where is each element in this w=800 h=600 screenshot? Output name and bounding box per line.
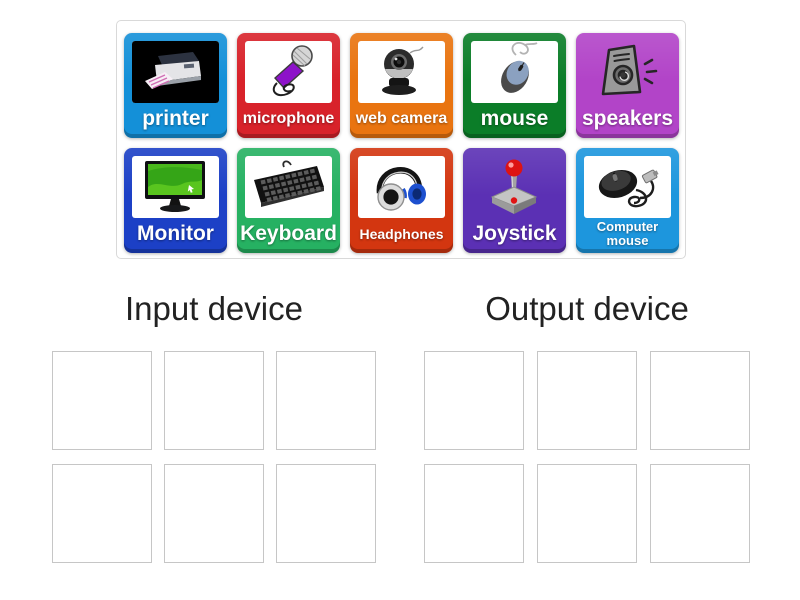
tile-label: mouse (480, 106, 549, 130)
tile-label: Monitor (137, 221, 214, 245)
tile-mouse[interactable]: mouse (463, 33, 566, 138)
group-input-device: Input device (52, 289, 376, 563)
tile-headphones[interactable]: Headphones (350, 148, 453, 253)
drop-slot[interactable] (164, 351, 264, 450)
tile-monitor[interactable]: Monitor (124, 148, 227, 253)
tile-tray: printer microphone (116, 20, 686, 259)
monitor-image (132, 156, 219, 218)
keyboard-image (245, 156, 332, 218)
speakers-image (584, 41, 671, 103)
input-slot-grid (52, 351, 376, 563)
drop-slot[interactable] (276, 464, 376, 563)
web-camera-image (358, 41, 445, 103)
group-output-device: Output device (424, 289, 750, 563)
tile-label: Computer mouse (596, 218, 659, 248)
drop-slot[interactable] (650, 464, 750, 563)
drop-slot[interactable] (52, 351, 152, 450)
mouse-image (471, 41, 558, 103)
tile-label: printer (142, 106, 209, 130)
drop-slot[interactable] (424, 351, 524, 450)
joystick-image (471, 156, 558, 218)
tile-speakers[interactable]: speakers (576, 33, 679, 138)
tile-printer[interactable]: printer (124, 33, 227, 138)
drop-slot[interactable] (276, 351, 376, 450)
tile-joystick[interactable]: Joystick (463, 148, 566, 253)
tile-web-camera[interactable]: web camera (350, 33, 453, 138)
drop-slot[interactable] (650, 351, 750, 450)
group-title-input: Input device (125, 290, 303, 327)
headphones-image (358, 156, 445, 218)
tile-keyboard[interactable]: Keyboard (237, 148, 340, 253)
tile-computer-mouse[interactable]: Computer mouse (576, 148, 679, 253)
tile-microphone[interactable]: microphone (237, 33, 340, 138)
printer-image (132, 41, 219, 103)
tile-label: Headphones (359, 225, 444, 242)
drop-slot[interactable] (537, 351, 637, 450)
tile-label: speakers (581, 106, 674, 130)
group-title-output: Output device (485, 290, 689, 327)
drop-slot[interactable] (537, 464, 637, 563)
tile-label: Keyboard (240, 221, 337, 245)
tile-label: microphone (242, 109, 335, 127)
tile-label: web camera (355, 109, 448, 127)
drop-slot[interactable] (424, 464, 524, 563)
microphone-image (245, 41, 332, 103)
drop-slot[interactable] (52, 464, 152, 563)
computer-mouse-image (584, 156, 671, 218)
output-slot-grid (424, 351, 750, 563)
drop-slot[interactable] (164, 464, 264, 563)
tile-label: Joystick (472, 221, 557, 245)
